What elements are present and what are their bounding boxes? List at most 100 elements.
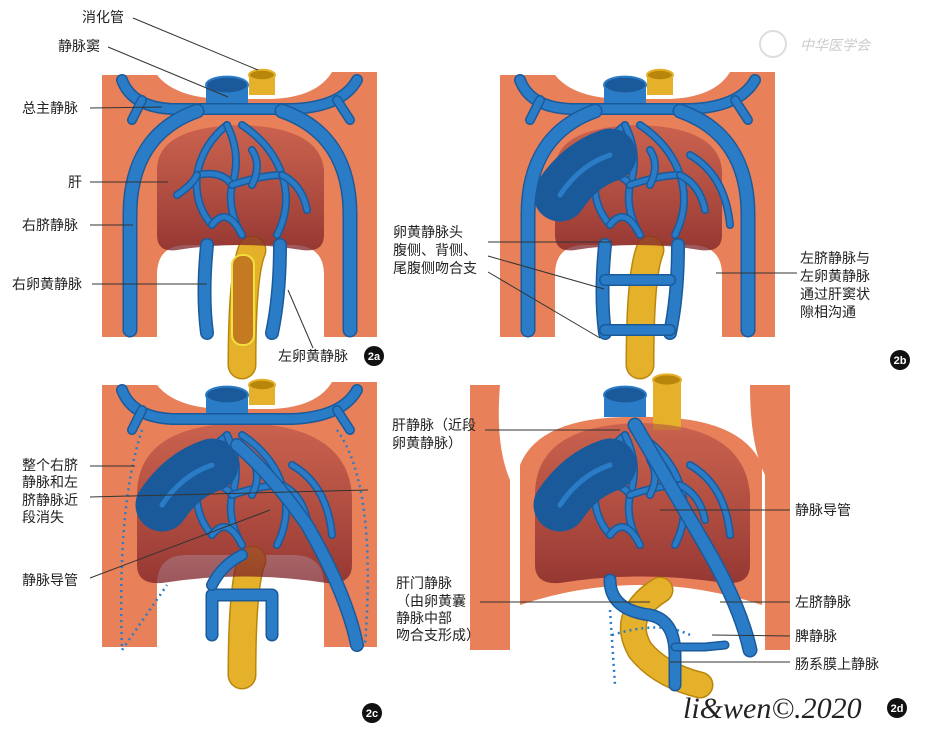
body-wall-left: [470, 385, 510, 650]
panel-2b: [500, 68, 775, 380]
label-ductus-venosus-d: 静脉导管: [795, 503, 851, 519]
panel-2c-labels: 整个右脐 静脉和左 脐静脉近 段消失 静脉导管 2c: [22, 458, 382, 723]
right-umbilical-vein: [124, 105, 203, 336]
hepatic-sinusoid: [677, 482, 708, 523]
sinusoid: [687, 152, 733, 228]
label-right-umbilical-vein: 右脐静脉: [22, 218, 78, 234]
svg-text:2a: 2a: [368, 351, 381, 363]
label-gut: 消化管: [82, 10, 124, 26]
label-portal-vein-line3: 静脉中部: [396, 611, 452, 627]
label-anastomosis-line3: 尾腹侧吻合支: [393, 260, 477, 277]
gut-tube: [229, 547, 265, 688]
panel-2c: [102, 378, 377, 690]
label-portal-vein-line2: （由卵黄囊: [396, 593, 466, 610]
label-anastomosis-line2: 腹侧、背侧、: [393, 242, 477, 259]
signature: li&wen©.2020: [683, 692, 862, 725]
gut-proximal: [653, 380, 681, 430]
badge-2b: 2b: [890, 350, 910, 370]
label-hepatic-vein-line1: 肝静脉（近段: [392, 418, 476, 434]
hepatic-sinusoid: [209, 524, 245, 548]
panel-2d: [470, 373, 790, 699]
label-portal-vein-line4: 吻合支形成）: [396, 628, 480, 644]
cardinal-branch: [128, 96, 146, 124]
gut-proximal-opening: [652, 373, 682, 387]
hepatic-sinusoid: [209, 214, 245, 238]
sinus-venosus-opening: [205, 385, 249, 405]
gut-tube: [627, 237, 663, 378]
right-umbilical-vein: [522, 105, 601, 336]
sinusoid: [557, 152, 613, 198]
label-left-vitelline-vein: 左卵黄静脉: [278, 348, 348, 365]
sinusoid: [289, 462, 335, 538]
label-liver: 肝: [68, 175, 82, 191]
leader-line: [487, 271, 601, 339]
svg-text:2b: 2b: [894, 355, 907, 367]
gut-lumen: [231, 254, 255, 346]
leader-line: [487, 255, 605, 290]
label-left-umbilical-vein: 左脐静脉: [795, 595, 851, 611]
label-ductus-venosus-c: 静脉导管: [22, 573, 78, 589]
label-superior-mesenteric-vein: 肠系膜上静脉: [795, 657, 879, 673]
left-vitelline-vein: [266, 239, 286, 339]
hepatic-sinusoid: [174, 172, 200, 198]
watermark-logo: 中华医学会: [759, 30, 872, 58]
label-sinus-venosus: 静脉窦: [58, 39, 100, 55]
label-portal-vein-line1: 肝门静脉: [396, 576, 452, 592]
cardinal-branch: [731, 96, 752, 124]
panels: [102, 68, 790, 699]
label-communication-line2: 左卵黄静脉: [800, 268, 870, 285]
leader-line: [89, 509, 271, 579]
common-cardinal-vein: [515, 75, 760, 114]
vitelline-anastomosis: [207, 590, 277, 640]
sinusoid: [687, 462, 733, 538]
portal-branch: [207, 550, 247, 590]
seal-icon: [759, 30, 787, 58]
panel-2a: [102, 68, 377, 380]
sinusoid: [557, 462, 613, 508]
left-umbilical-vein: [231, 439, 363, 651]
label-disappear-line4: 段消失: [22, 510, 64, 526]
panel-2b-labels: 卵黄静脉头 腹侧、背侧、 尾腹侧吻合支 左脐静脉与 左卵黄静脉 通过肝窦状 隙相…: [393, 224, 910, 370]
left-umbilical-vein: [674, 105, 754, 336]
left-umbilical-vein: [276, 105, 356, 336]
hepatic-sinusoid: [607, 214, 643, 238]
splenic-vein: [672, 642, 728, 650]
label-disappear-line1: 整个右脐: [22, 458, 78, 474]
label-hepatic-vein-line2: 卵黄静脉）: [392, 435, 462, 452]
common-cardinal-vein: [117, 75, 362, 114]
hepatic-sinusoid: [249, 147, 260, 188]
hepatic-sinusoid: [279, 172, 310, 213]
badge-2c: 2c: [362, 703, 382, 723]
hepatic-sinusoid: [607, 524, 643, 548]
label-disappear-line2: 静脉和左: [22, 475, 78, 491]
badge-2a: 2a: [364, 346, 384, 366]
leader-line: [89, 489, 369, 498]
sinusoid: [159, 462, 215, 508]
hepatic-sinusoid: [647, 147, 658, 188]
common-cardinal-vein: [117, 385, 362, 424]
cardinal-branch: [333, 96, 354, 124]
label-right-vitelline-vein: 右卵黄静脉: [12, 276, 82, 293]
portal-vein: [605, 575, 680, 690]
label-common-cardinal-vein: 总主静脉: [22, 101, 78, 117]
cardinal-branch: [128, 406, 146, 434]
sinus-venosus-opening: [603, 75, 647, 95]
cardinal-branch: [526, 96, 544, 124]
label-anastomosis-line1: 卵黄静脉头: [393, 224, 463, 241]
watermark-text: 中华医学会: [800, 38, 872, 54]
body-wall-right: [750, 385, 790, 650]
leader-line: [287, 289, 314, 349]
regressed-vein-outline: [608, 609, 691, 686]
gut-proximal-opening: [248, 378, 276, 392]
right-vitelline-vein: [199, 239, 213, 339]
label-disappear-line3: 脐静脉近: [22, 493, 78, 509]
sinus-venosus-opening: [603, 385, 647, 405]
panel-2a-labels: 消化管 静脉窦 总主静脉 肝 右脐静脉 右卵黄静脉 左卵黄静脉 2a: [12, 10, 384, 366]
hepatic-sinusoid: [677, 172, 708, 213]
label-communication-line1: 左脐静脉与: [800, 251, 870, 267]
ductus-venosus: [629, 419, 756, 656]
leader-line: [89, 106, 163, 109]
gut-proximal-opening: [646, 68, 674, 82]
leader-line: [107, 46, 229, 98]
